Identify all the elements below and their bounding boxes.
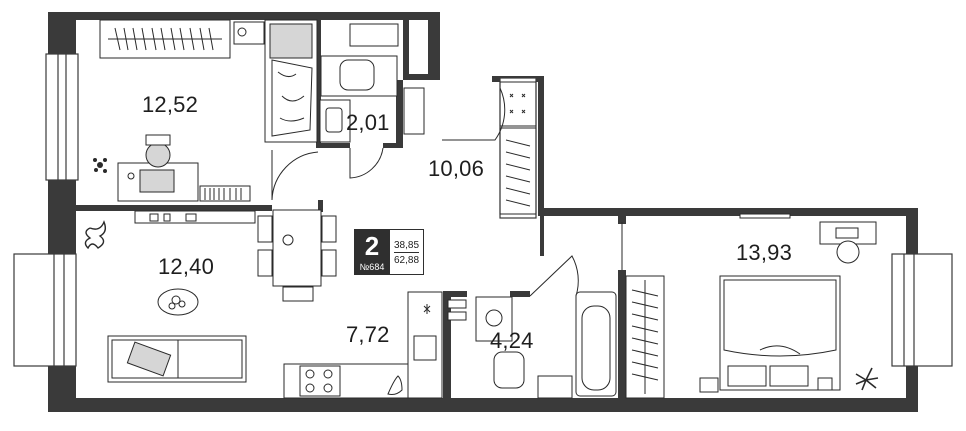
bed-right bbox=[719, 275, 841, 391]
dining-table bbox=[257, 209, 337, 302]
rug-ornament bbox=[157, 288, 199, 316]
area-bath: 4,24 bbox=[490, 328, 534, 353]
area-summary: 38,85 62,88 bbox=[390, 229, 424, 275]
area-living: 12,40 bbox=[158, 254, 215, 279]
toilet-wc bbox=[319, 23, 425, 143]
area-hall: 10,06 bbox=[428, 156, 485, 181]
plant-living bbox=[84, 220, 107, 250]
apartment-number: №684 bbox=[359, 262, 385, 272]
area-bedroom-right: 13,93 bbox=[736, 240, 793, 265]
wardrobe-hall bbox=[499, 81, 537, 215]
shelf-mid bbox=[134, 210, 256, 224]
bed-top bbox=[233, 19, 318, 143]
kitchen-counter bbox=[283, 291, 467, 399]
desk-right bbox=[739, 213, 877, 264]
sofa bbox=[107, 335, 247, 383]
area-kitchen: 7,72 bbox=[346, 322, 390, 347]
apartment-badge: 2 №684 bbox=[354, 229, 390, 275]
area-bedroom-top: 12,52 bbox=[142, 92, 199, 117]
doors bbox=[271, 87, 623, 297]
plant-bedroom bbox=[855, 367, 879, 391]
area-divider bbox=[394, 252, 419, 253]
bathroom-fixtures bbox=[475, 291, 617, 399]
windows bbox=[13, 53, 953, 367]
plant-top bbox=[93, 158, 107, 173]
area-wc: 2,01 bbox=[346, 110, 390, 135]
wardrobe-right bbox=[625, 275, 665, 399]
room-count: 2 bbox=[364, 231, 380, 261]
total-area: 62,88 bbox=[393, 255, 420, 266]
living-area: 38,85 bbox=[393, 240, 420, 251]
desk-top bbox=[117, 134, 251, 202]
wardrobe-top bbox=[99, 19, 231, 59]
bedside-items bbox=[699, 377, 833, 393]
